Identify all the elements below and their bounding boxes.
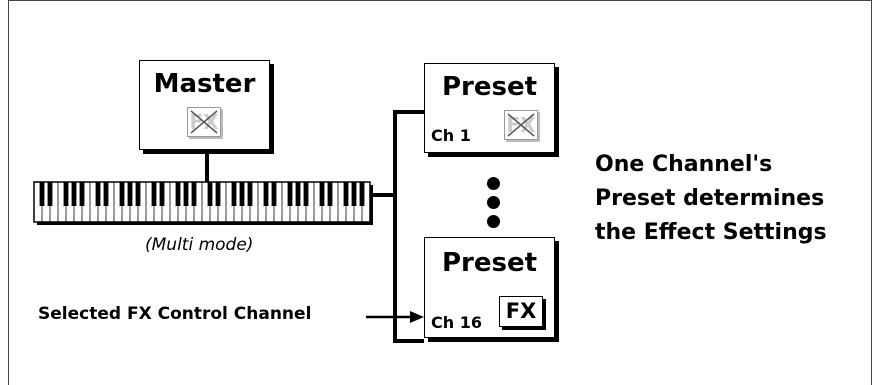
black-key xyxy=(119,182,125,206)
description-text: One Channel's Preset determines the Effe… xyxy=(595,148,827,250)
ellipsis-dot xyxy=(487,196,500,209)
selected-fx-channel-label: Selected FX Control Channel xyxy=(38,304,312,324)
black-key xyxy=(215,182,221,206)
black-key xyxy=(295,182,301,206)
preset-ch16-title: Preset xyxy=(441,248,538,278)
description-line: the Effect Settings xyxy=(595,220,827,245)
black-key xyxy=(79,182,85,206)
black-key xyxy=(63,182,69,206)
bus-vertical-line xyxy=(393,110,397,343)
black-key xyxy=(351,182,357,206)
preset-ch16-box: Preset Ch 16 FX xyxy=(424,237,555,338)
bus-to-preset-bottom-line xyxy=(393,339,424,343)
black-key xyxy=(95,182,101,206)
black-key xyxy=(271,182,277,206)
black-key xyxy=(183,182,189,206)
black-key xyxy=(151,182,157,206)
black-key xyxy=(359,182,365,206)
black-key xyxy=(191,182,197,206)
keyboard-shadow xyxy=(370,185,373,225)
black-key xyxy=(47,182,53,206)
black-key xyxy=(247,182,253,206)
description-line: Preset determines xyxy=(595,186,825,211)
ellipsis-dot xyxy=(487,177,500,190)
black-key xyxy=(207,182,213,206)
keyboard-icon xyxy=(33,181,373,225)
black-key xyxy=(39,182,45,206)
master-fx-disabled: FX xyxy=(187,107,221,137)
black-key xyxy=(231,182,237,206)
fx-disabled-icon xyxy=(190,110,218,134)
black-key xyxy=(127,182,133,206)
ellipsis-dot xyxy=(487,215,500,228)
master-to-keyboard-line xyxy=(205,150,209,182)
black-key xyxy=(239,182,245,206)
preset-ch1-fx-disabled: FX xyxy=(504,110,538,140)
black-key xyxy=(303,182,309,206)
bus-to-preset-top-line xyxy=(393,110,424,114)
black-key xyxy=(135,182,141,206)
black-key xyxy=(287,182,293,206)
arrow-right-icon xyxy=(366,311,424,323)
black-key xyxy=(327,182,333,206)
preset-ch1-channel: Ch 1 xyxy=(431,126,471,145)
black-key xyxy=(71,182,77,206)
black-key xyxy=(263,182,269,206)
preset-ch1-title: Preset xyxy=(441,72,538,102)
keyboard-to-bus-line xyxy=(371,193,397,197)
master-title: Master xyxy=(153,69,256,99)
black-key xyxy=(103,182,109,206)
black-key xyxy=(175,182,181,206)
black-key xyxy=(159,182,165,206)
keyboard-shadow-bottom xyxy=(37,222,373,225)
preset-ch1-box: Preset Ch 1 FX xyxy=(424,63,555,153)
description-line: One Channel's xyxy=(595,152,773,177)
master-box: Master FX xyxy=(139,60,270,150)
black-key xyxy=(343,182,349,206)
preset-ch16-fx-active: FX xyxy=(499,296,543,327)
keyboard-caption: (Multi mode) xyxy=(145,235,254,255)
preset-ch16-channel: Ch 16 xyxy=(431,313,482,332)
black-key xyxy=(319,182,325,206)
fx-disabled-icon xyxy=(507,113,535,137)
